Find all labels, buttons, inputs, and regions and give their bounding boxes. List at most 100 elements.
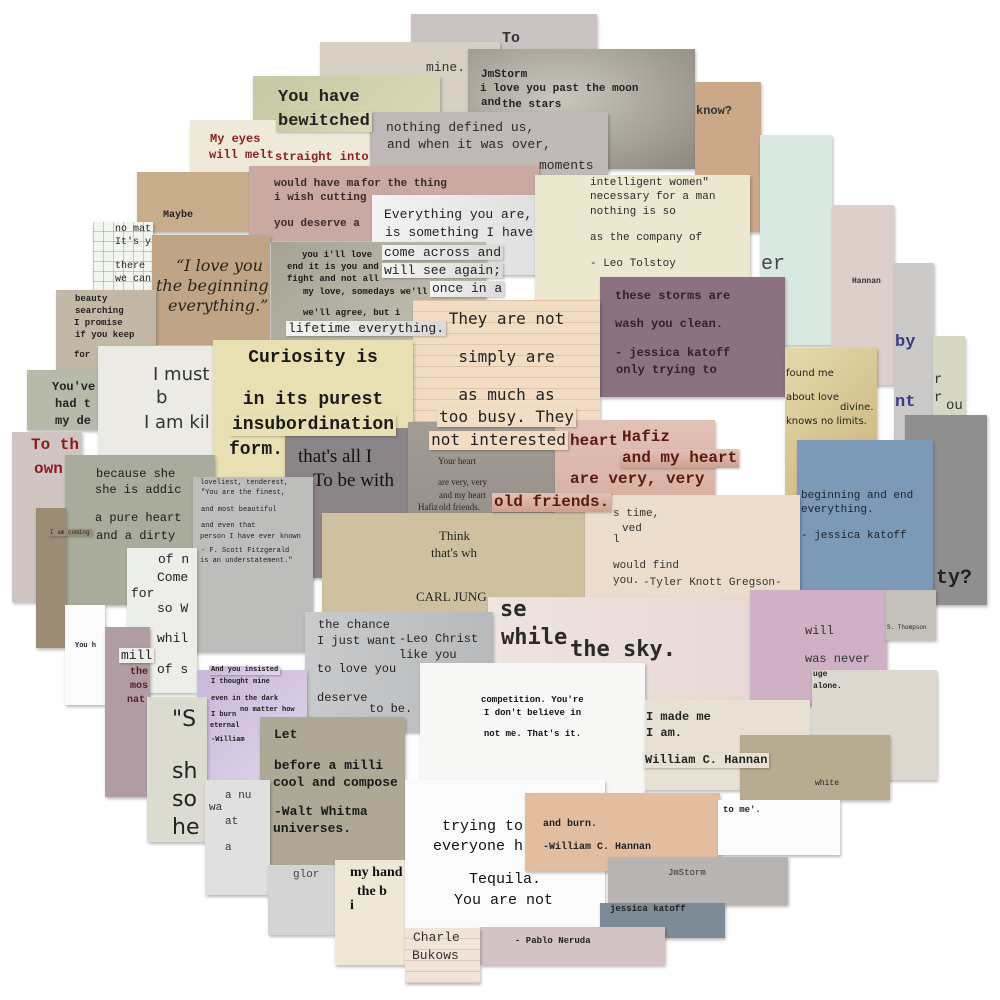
quote-line: Maybe <box>163 209 194 221</box>
quote-line <box>760 169 772 193</box>
quote-line: a nu <box>225 790 252 802</box>
quote-line: found me <box>786 368 834 379</box>
quote-line: alone. <box>813 682 842 691</box>
quote-line: I am coming <box>48 529 92 537</box>
quote-line: simply are <box>458 346 555 366</box>
quote-line: we can <box>115 274 152 285</box>
quote-card: - Pablo Neruda <box>480 927 665 965</box>
quote-card: Maybe <box>137 172 252 232</box>
quote-line: I don't believe in <box>483 708 582 718</box>
quote-line: lifetime everything. <box>286 320 447 336</box>
quote-line: beauty <box>75 294 108 304</box>
quote-line: before a milli <box>274 757 384 773</box>
quote-line: will melt <box>209 148 274 162</box>
quote-line <box>543 831 549 843</box>
quote-line: Curiosity is <box>248 348 378 368</box>
quote-line: everything.” <box>168 296 269 315</box>
quote-line: -William <box>211 735 245 744</box>
quote-line: are very, very <box>570 469 705 488</box>
quote-line: about love <box>786 392 839 403</box>
quote-line: whil <box>157 631 189 647</box>
quote-line <box>805 610 812 624</box>
quote-line: a <box>225 841 232 854</box>
quote-card: "You are the finest,loveliest, tenderest… <box>193 477 313 652</box>
quote-line: and burn. <box>543 818 598 830</box>
quote-line: is something I have <box>385 225 534 240</box>
quote-line: we'll agree, but i <box>303 308 401 319</box>
quote-line: beginning and end <box>801 490 914 502</box>
quote-line: my hand <box>350 865 403 880</box>
quote-line: nat <box>127 695 146 706</box>
quote-line: would find <box>613 559 680 572</box>
quote-line: while <box>501 625 568 650</box>
quote-line: cool and compose <box>273 775 398 790</box>
quote-line: se <box>500 597 527 622</box>
quote-line: for the thing <box>361 178 447 190</box>
quote-line: so W <box>157 600 189 616</box>
quote-line: old friends. <box>492 492 612 512</box>
quote-line: own <box>34 460 63 478</box>
quote-line: you. <box>613 575 640 587</box>
quote-line: and my heart <box>620 448 740 468</box>
quote-line <box>211 728 215 736</box>
quote-line: r <box>934 390 943 406</box>
quote-line: and most beautiful <box>201 505 277 514</box>
quote-line: You h <box>75 641 97 650</box>
quote-line: "You are the finest, <box>201 489 286 497</box>
quote-line: he <box>172 815 200 840</box>
quote-line: and when it was over, <box>387 137 551 152</box>
quote-line: will <box>805 624 834 639</box>
quote-line <box>760 216 772 240</box>
quote-line: William C. Hannan <box>643 753 770 768</box>
quote-line: once in a <box>430 281 505 297</box>
quote-line <box>785 427 788 439</box>
quote-line: I must <box>153 364 210 385</box>
quote-line: "S <box>172 707 197 732</box>
quote-line: would have ma <box>274 178 360 190</box>
quote-line: Let <box>274 727 298 742</box>
quote-line: mine. <box>426 60 466 75</box>
quote-line: for <box>131 586 155 601</box>
quote-line: not interested <box>429 429 568 450</box>
quote-line <box>894 373 904 393</box>
quote-line: trying to <box>442 818 524 835</box>
quote-card: JmStorm <box>608 857 788 905</box>
quote-line <box>201 539 205 547</box>
quote-line <box>274 788 282 803</box>
quote-card: by nt <box>894 263 934 443</box>
quote-line: “I love you <box>176 256 263 275</box>
quote-line: that's all I <box>298 446 373 467</box>
quote-line: To be with <box>313 470 394 491</box>
quote-line: if you keep <box>75 330 135 340</box>
quote-line <box>935 449 947 473</box>
quote-line: They are not <box>448 309 565 328</box>
quote-line: the stars <box>502 99 562 111</box>
quote-line: I promise <box>74 318 123 328</box>
quote-line: l <box>613 533 620 546</box>
quote-card: You h <box>65 605 105 705</box>
quote-line: is an understatement." <box>200 557 293 565</box>
quote-line: b <box>156 387 168 409</box>
quote-line: not me. That's it. <box>483 729 582 740</box>
quote-line: as the company of <box>590 231 703 244</box>
quote-line <box>760 192 772 216</box>
quote-line: only trying to <box>616 363 717 377</box>
quote-line <box>438 498 440 509</box>
quote-line: the beginning <box>156 276 269 295</box>
quote-line <box>815 760 820 769</box>
quote-line <box>894 313 904 333</box>
quote-line: CARL JUNG <box>416 589 487 604</box>
quote-line: I thought mine <box>211 678 270 686</box>
quote-line <box>615 331 622 345</box>
quote-line: you deserve a <box>274 217 360 230</box>
quote-line: even in the dark <box>211 694 279 703</box>
quote-line: Charle <box>413 930 460 945</box>
quote-line: I am kil <box>144 412 210 433</box>
